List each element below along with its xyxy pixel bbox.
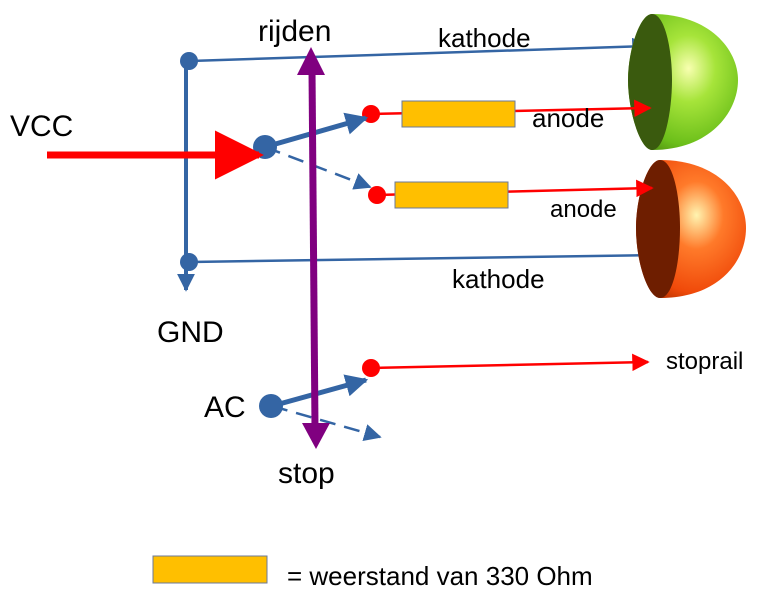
- legend-text: = weerstand van 330 Ohm: [287, 561, 593, 591]
- led-green: [628, 14, 738, 150]
- label-kathode-red: kathode: [452, 264, 545, 294]
- label-stoprail: stoprail: [666, 348, 743, 375]
- kathode-wire-red: [189, 246, 664, 264]
- label-gnd: GND: [157, 316, 224, 349]
- resistor-red: [394, 181, 509, 209]
- ac-switch-arm: [271, 374, 369, 409]
- label-anode-green: anode: [532, 103, 604, 133]
- label-ac: AC: [204, 391, 246, 424]
- contact-red: [368, 186, 386, 204]
- relay-arrow-up: [297, 47, 325, 75]
- relay-arrow-down: [302, 423, 330, 449]
- label-anode-red: anode: [550, 196, 617, 223]
- junction-bottom: [180, 253, 198, 271]
- ac-switch-alt: [271, 404, 382, 442]
- label-stop: stop: [278, 457, 335, 490]
- label-rijden: rijden: [258, 15, 331, 48]
- label-vcc: VCC: [10, 110, 73, 143]
- stoprail-wire: [371, 353, 650, 372]
- legend-resistor-swatch: [152, 555, 268, 584]
- junction-top: [180, 52, 198, 70]
- label-kathode-green: kathode: [438, 23, 531, 53]
- kathode-wire-green: [189, 37, 650, 63]
- contact-stoprail: [362, 359, 380, 377]
- ac-switch-pivot: [259, 394, 283, 418]
- resistor-green: [401, 100, 516, 128]
- relay-actuator-line: [308, 69, 319, 429]
- led-red: [636, 160, 746, 298]
- vcc-switch-alt: [264, 145, 372, 190]
- legend: = weerstand van 330 Ohm: [152, 555, 593, 591]
